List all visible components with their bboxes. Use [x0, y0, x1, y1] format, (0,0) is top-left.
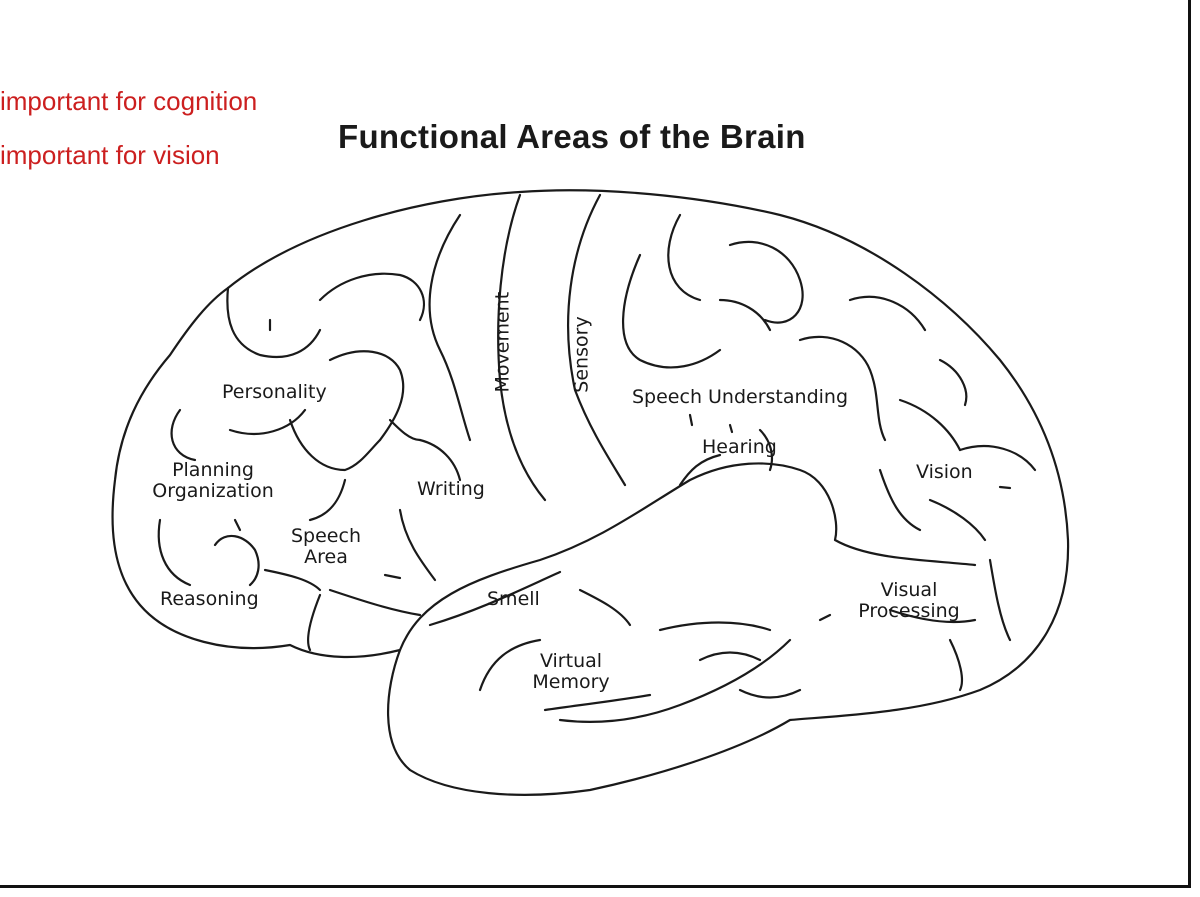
- lateral-fissure: [398, 462, 977, 652]
- label-personality: Personality: [222, 381, 327, 403]
- diagram-title: Functional Areas of the Brain: [338, 118, 806, 155]
- label-virtual-memory: Virtual Memory: [524, 651, 618, 693]
- label-visual: Visual: [880, 579, 938, 601]
- label-visual-processing: Visual Processing: [850, 580, 968, 622]
- label-reasoning: Reasoning: [160, 588, 259, 610]
- label-vision: Vision: [916, 461, 973, 483]
- label-writing: Writing: [417, 478, 485, 500]
- label-processing: Processing: [858, 600, 960, 622]
- label-sensory: Sensory: [570, 316, 593, 393]
- label-planning: Planning: [172, 459, 254, 481]
- note-cognition: important for cognition: [0, 86, 258, 116]
- central-sulcus: [497, 193, 547, 502]
- label-virtual: Virtual: [539, 650, 603, 672]
- label-speech-area: Speech Area: [285, 526, 367, 568]
- label-movement: Movement: [491, 291, 514, 393]
- label-organization: Organization: [152, 480, 274, 502]
- label-planning-organization: Planning Organization: [148, 460, 278, 502]
- label-smell: Smell: [487, 588, 540, 610]
- label-hearing: Hearing: [702, 436, 777, 458]
- label-speech-understanding: Speech Understanding: [632, 386, 849, 408]
- label-memory: Memory: [532, 671, 610, 693]
- brain-outline: [111, 189, 1070, 796]
- label-speech: Speech: [291, 525, 361, 547]
- note-vision: important for vision: [0, 140, 220, 170]
- label-area: Area: [304, 546, 348, 568]
